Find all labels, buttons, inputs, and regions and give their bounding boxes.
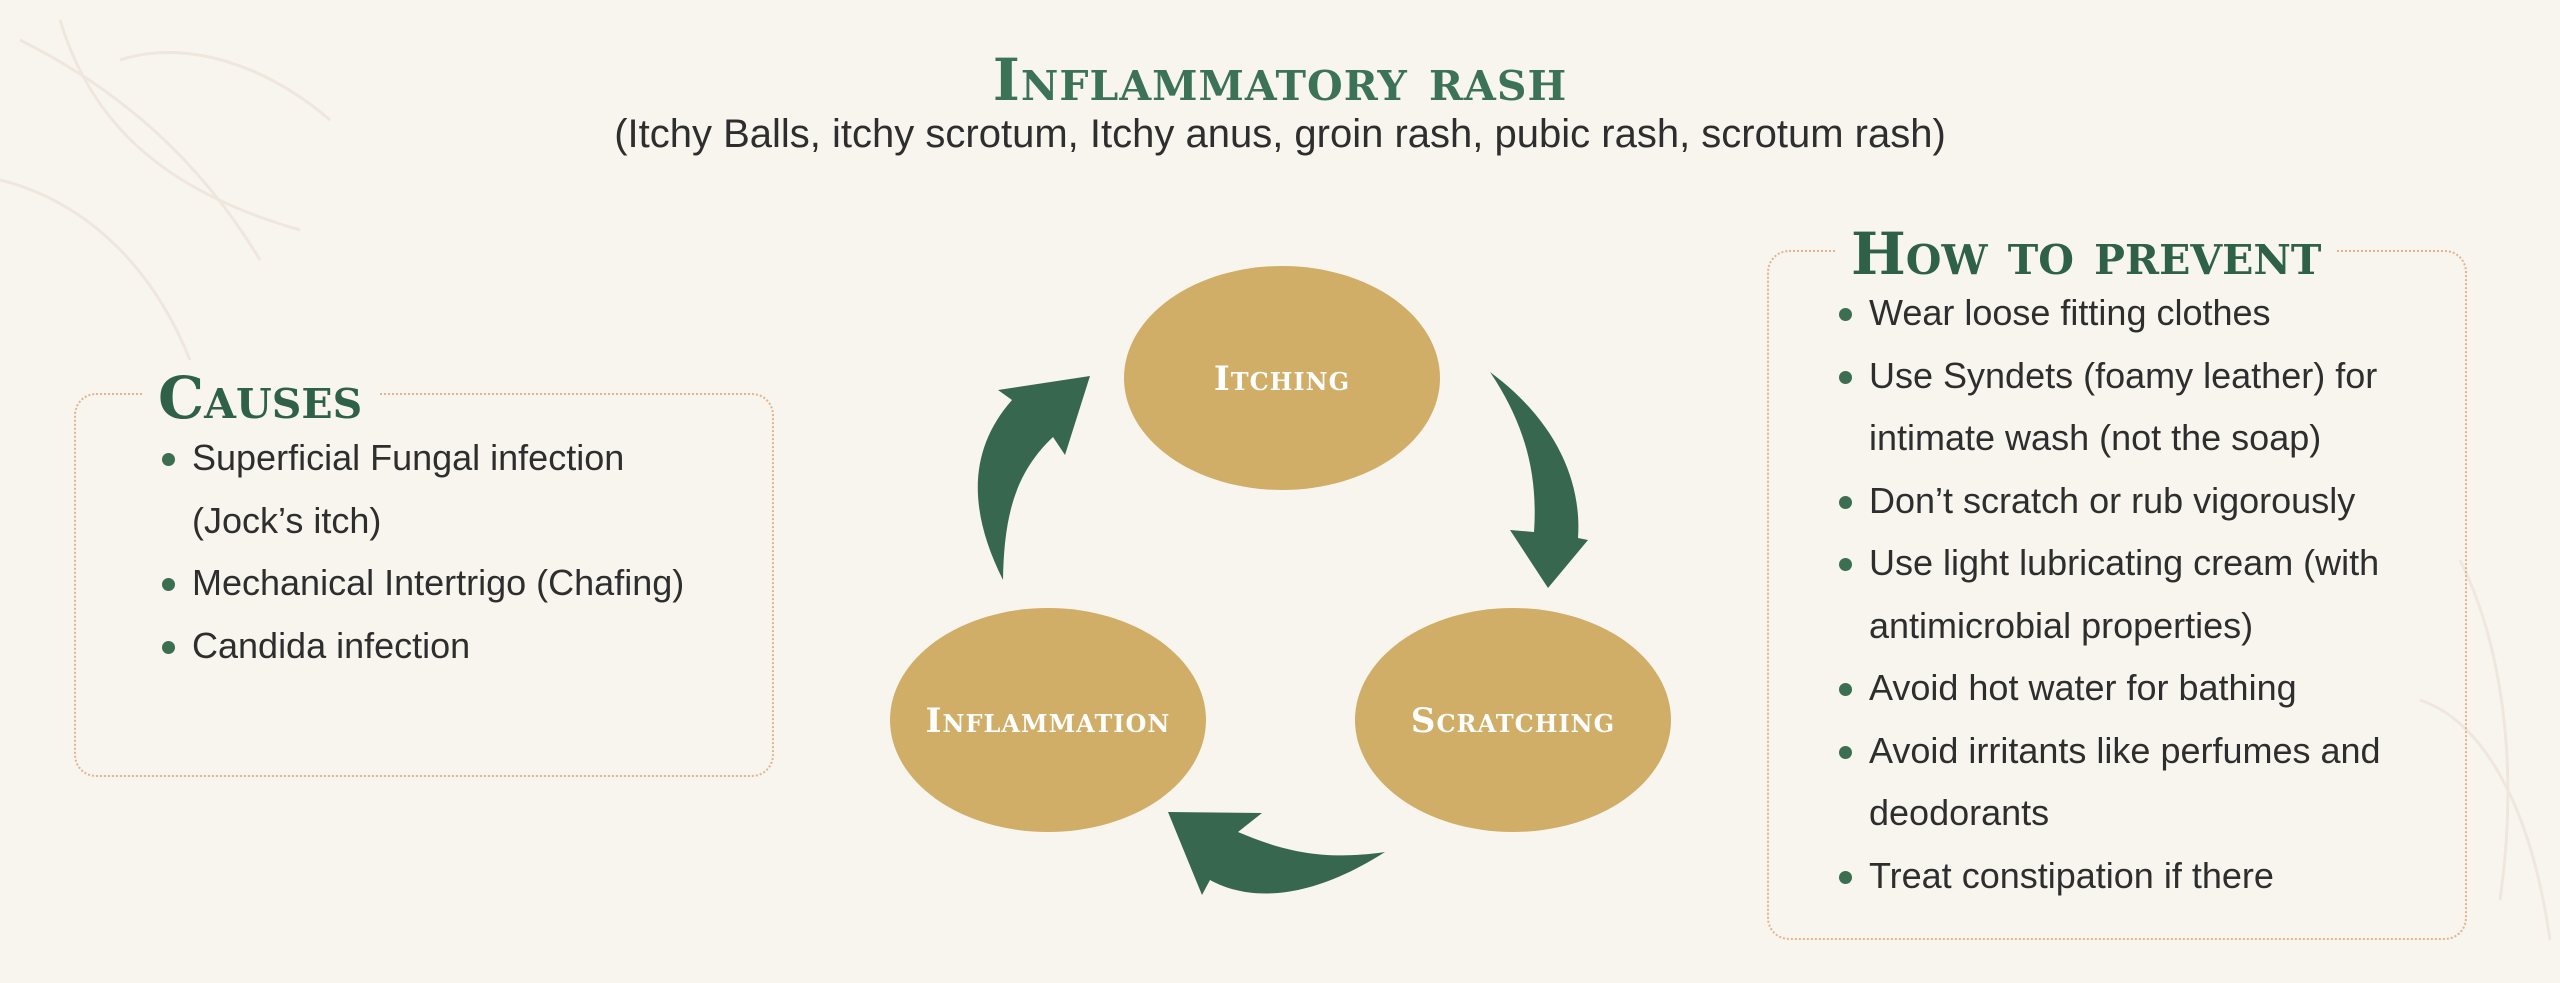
page-title: Inflammatory rash bbox=[992, 46, 1568, 114]
list-item-text: Superficial Fungal infection (Jock’s itc… bbox=[192, 437, 625, 541]
node-scratching-label: Scratching bbox=[1411, 701, 1615, 741]
node-scratching-shape bbox=[1355, 608, 1671, 832]
list-item-text: Candida infection bbox=[192, 624, 471, 666]
list-item-text: Don’t scratch or rub vigorously bbox=[1869, 479, 2356, 521]
node-itching-label: Itching bbox=[1214, 359, 1350, 399]
page-subtitle: (Itchy Balls, itchy scrotum, Itchy anus,… bbox=[614, 112, 1946, 156]
causes-heading: Causes bbox=[142, 369, 379, 427]
list-item: Wear loose fitting clothes bbox=[1839, 282, 2459, 345]
list-item-text: Treat constipation if there bbox=[1869, 854, 2274, 896]
causes-list: Superficial Fungal infection (Jock’s itc… bbox=[162, 427, 722, 677]
list-item-text: Avoid hot water for bathing bbox=[1869, 667, 2297, 708]
list-item-text: Use Syndets (foamy leather) for intimate… bbox=[1869, 354, 2378, 459]
prevention-list: Wear loose fitting clothes Use Syndets (… bbox=[1839, 282, 2459, 907]
causes-panel: Causes Superficial Fungal infection (Joc… bbox=[74, 369, 774, 777]
bullet-icon bbox=[1839, 558, 1852, 571]
node-itching: Itching bbox=[1124, 266, 1440, 490]
prevention-panel: How to prevent Wear loose fitting clothe… bbox=[1767, 225, 2467, 940]
list-item: Use Syndets (foamy leather) for intimate… bbox=[1839, 345, 2459, 470]
list-item: Treat constipation if there bbox=[1839, 845, 2459, 908]
node-inflammation: Inflammation bbox=[890, 608, 1206, 832]
bullet-icon bbox=[162, 640, 175, 654]
list-item: Avoid irritants like perfumes and deodor… bbox=[1839, 720, 2459, 845]
list-item: Avoid hot water for bathing bbox=[1839, 657, 2459, 720]
list-item-text: Avoid irritants like perfumes and deodor… bbox=[1869, 729, 2381, 834]
list-item-text: Wear loose fitting clothes bbox=[1869, 292, 2271, 333]
bullet-icon bbox=[1839, 683, 1852, 696]
list-item-text: Mechanical Intertrigo (Chafing) bbox=[192, 562, 685, 603]
node-scratching: Scratching bbox=[1355, 608, 1671, 832]
list-item: Use light lubricating cream (with antimi… bbox=[1839, 532, 2459, 657]
cycle-arrows bbox=[977, 372, 1588, 895]
arrow-scratching-to-inflammation bbox=[1168, 812, 1385, 895]
node-inflammation-label: Inflammation bbox=[926, 701, 1171, 741]
list-item: Mechanical Intertrigo (Chafing) bbox=[162, 552, 722, 615]
list-item-text: Use light lubricating cream (with antimi… bbox=[1869, 542, 2380, 646]
list-item: Superficial Fungal infection (Jock’s itc… bbox=[162, 427, 722, 552]
node-itching-shape bbox=[1124, 266, 1440, 490]
bullet-icon bbox=[1839, 370, 1852, 384]
arrow-inflammation-to-itching bbox=[977, 376, 1090, 580]
node-inflammation-shape bbox=[890, 608, 1206, 832]
bullet-icon bbox=[162, 578, 175, 591]
bullet-icon bbox=[1839, 495, 1852, 509]
arrow-itching-to-scratching bbox=[1490, 372, 1588, 588]
bullet-icon bbox=[1839, 870, 1852, 884]
list-item: Don’t scratch or rub vigorously bbox=[1839, 470, 2459, 533]
bullet-icon bbox=[1839, 745, 1852, 759]
prevention-heading: How to prevent bbox=[1835, 225, 2338, 283]
list-item: Candida infection bbox=[162, 615, 722, 678]
bullet-icon bbox=[1839, 308, 1852, 321]
bullet-icon bbox=[162, 453, 175, 466]
